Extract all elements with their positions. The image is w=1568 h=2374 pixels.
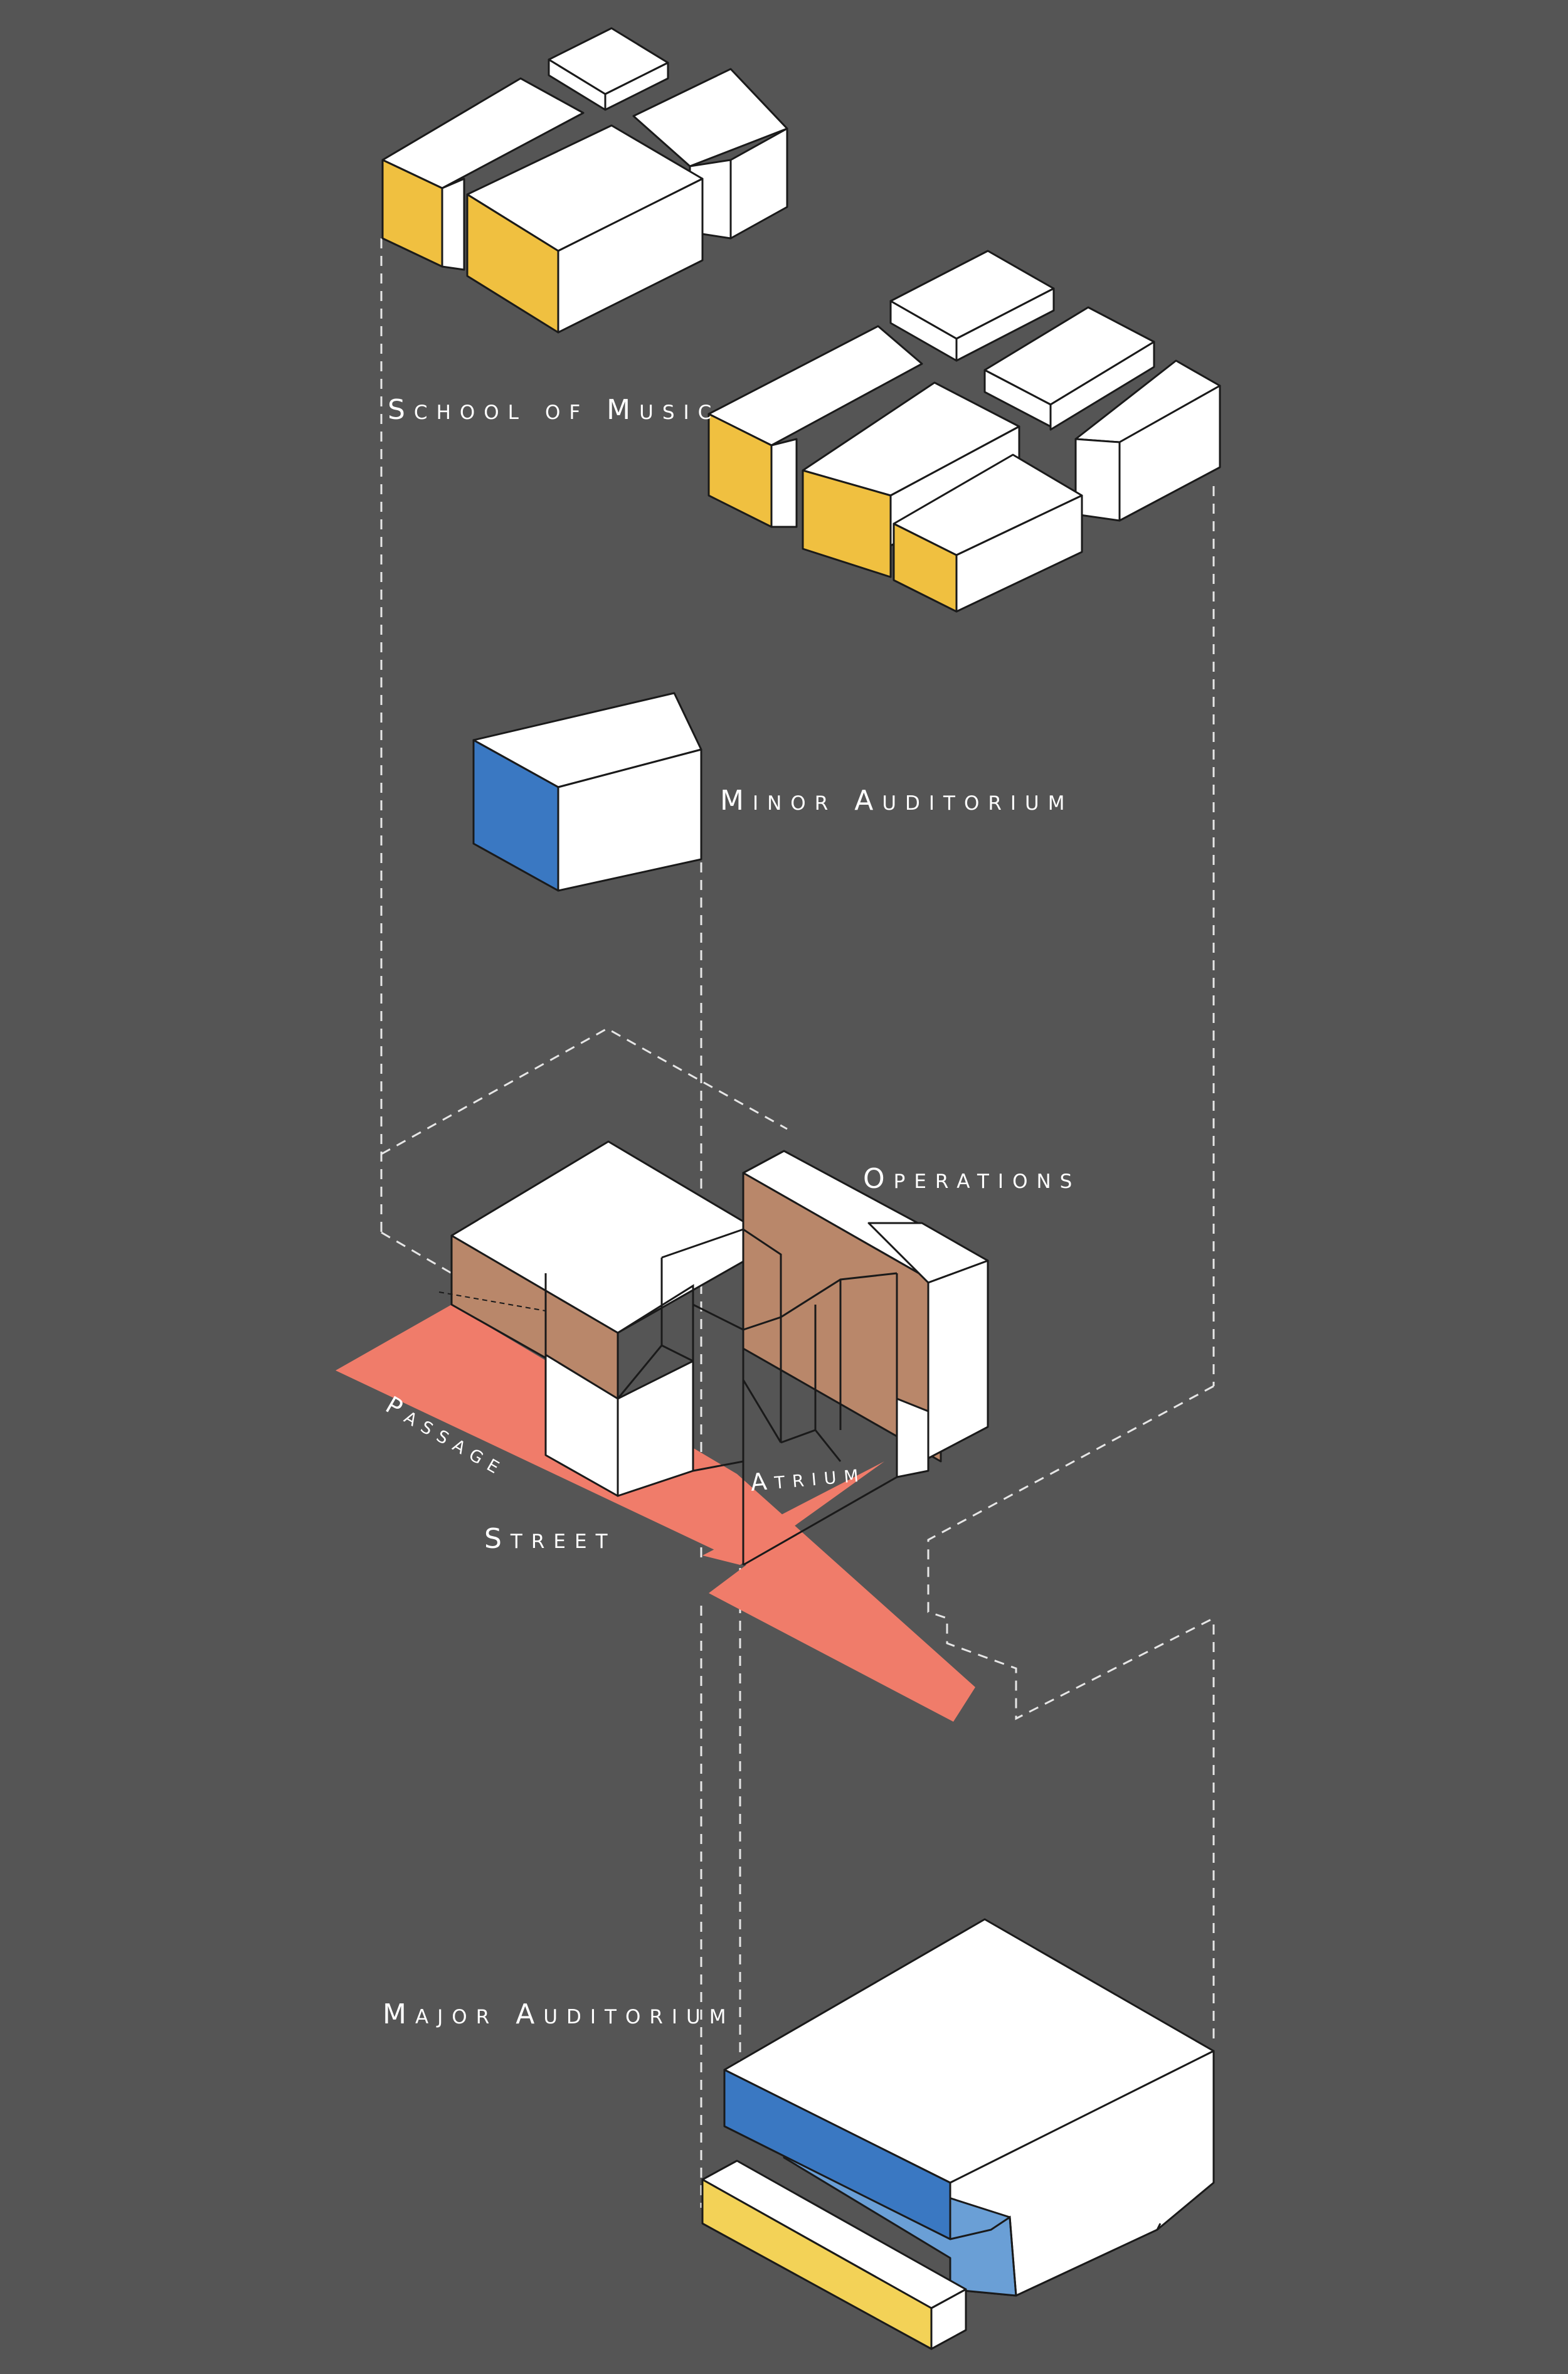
label-major-auditorium: Major Auditorium	[383, 1998, 735, 2030]
label-operations: Operations	[863, 1163, 1081, 1195]
projection-guide-lines	[380, 238, 1215, 2208]
school-of-music-cluster-lower	[707, 250, 1221, 613]
major-auditorium-block	[723, 1918, 1215, 2297]
school-of-music-cluster-upper	[381, 27, 788, 334]
operations-right-block	[742, 1150, 989, 1478]
major-auditorium-lobby-bar	[701, 2159, 967, 2350]
label-school-of-music: School of Music	[388, 394, 721, 426]
circulation-ground-plane	[336, 1305, 975, 1722]
label-street: Street	[484, 1523, 617, 1555]
minor-auditorium-block	[472, 692, 702, 892]
label-minor-auditorium: Minor Auditorium	[720, 785, 1074, 817]
atrium-glass-volume	[438, 1228, 898, 1566]
